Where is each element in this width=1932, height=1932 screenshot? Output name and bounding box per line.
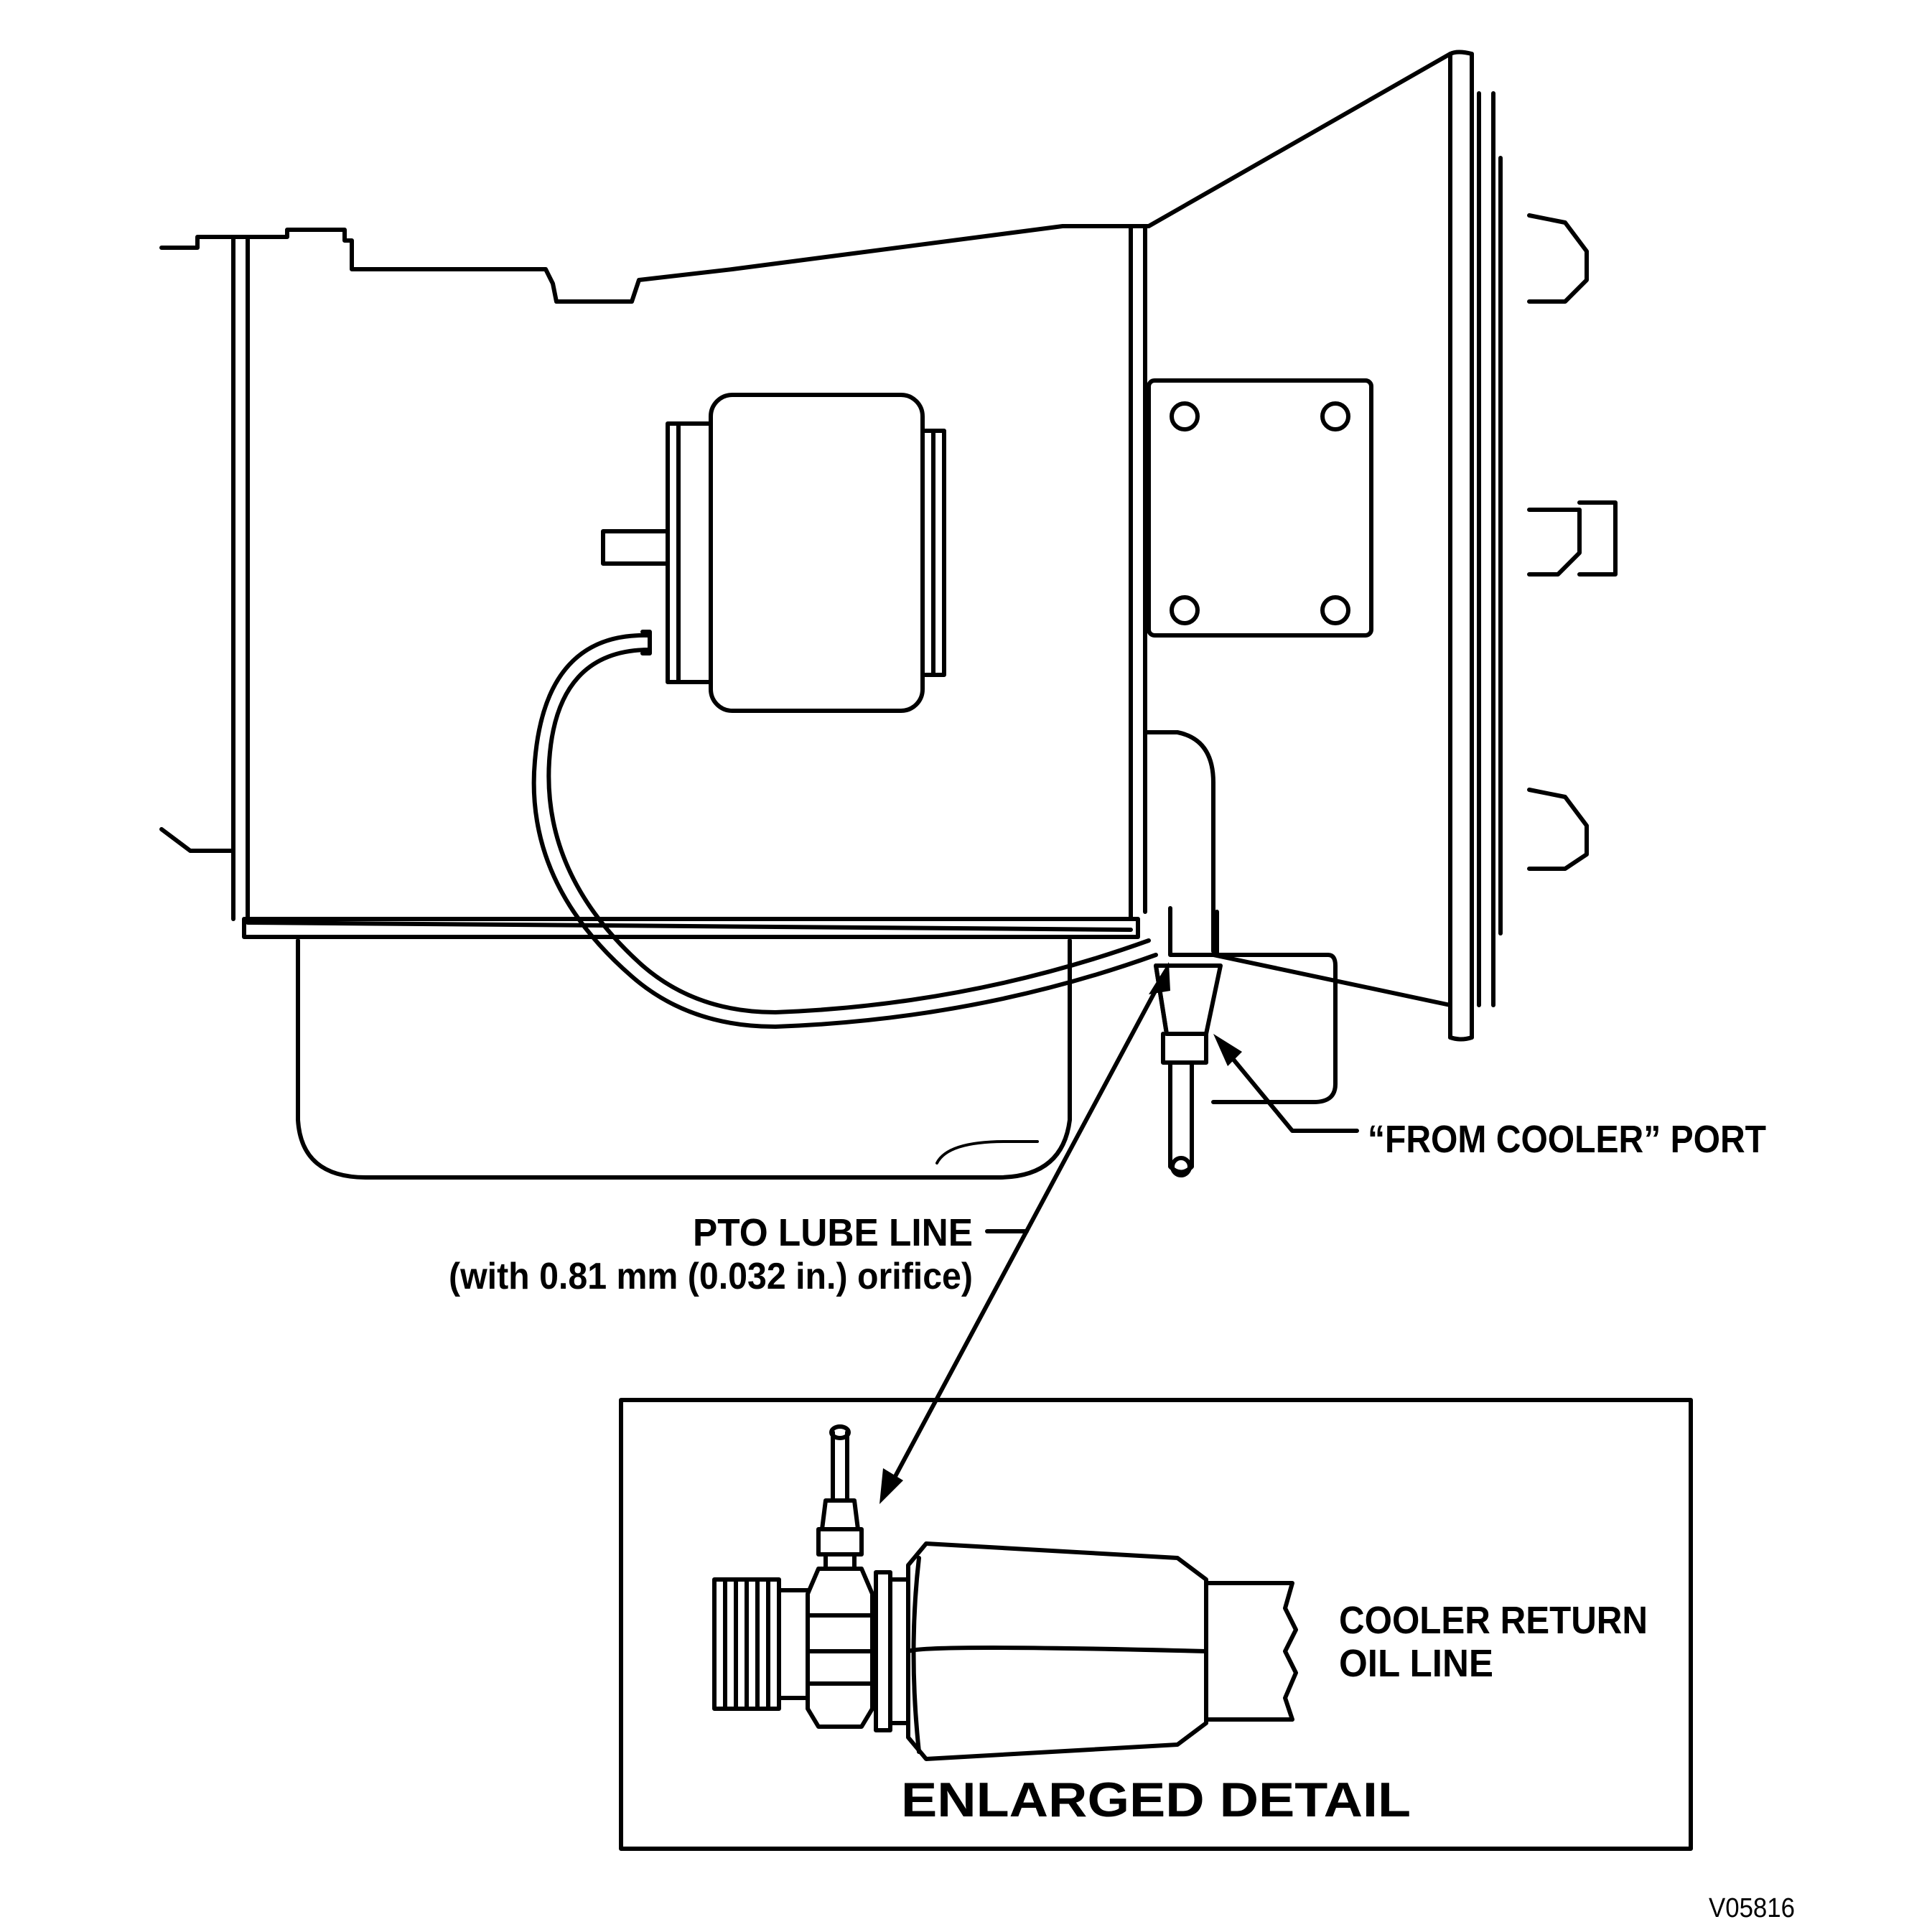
from-cooler-port-label: “FROM COOLER” PORT [1368, 1118, 1766, 1161]
enlarged-fitting [712, 1424, 1298, 1761]
transmission-housing [159, 50, 1618, 1042]
enlarged-detail-title: ENLARGED DETAIL [901, 1773, 1411, 1827]
pto-lube-leader [879, 962, 1170, 1504]
pto-lube-line-label: PTO LUBE LINE [693, 1211, 973, 1254]
pto-lube-line [531, 630, 1158, 1029]
enlarged-detail-frame [619, 1398, 1693, 1851]
oil-pan [296, 938, 1338, 1180]
cooler-return-label: COOLER RETURN [1339, 1599, 1648, 1642]
oil-line-label: OIL LINE [1339, 1642, 1493, 1685]
from-cooler-leader [1213, 1034, 1359, 1133]
figure-code: V05816 [1709, 1893, 1795, 1923]
pto-unit [601, 393, 946, 713]
pto-lube-line-orifice-label: (with 0.81 mm (0.032 in.) orifice) [449, 1256, 973, 1297]
from-cooler-port [1143, 730, 1223, 1177]
